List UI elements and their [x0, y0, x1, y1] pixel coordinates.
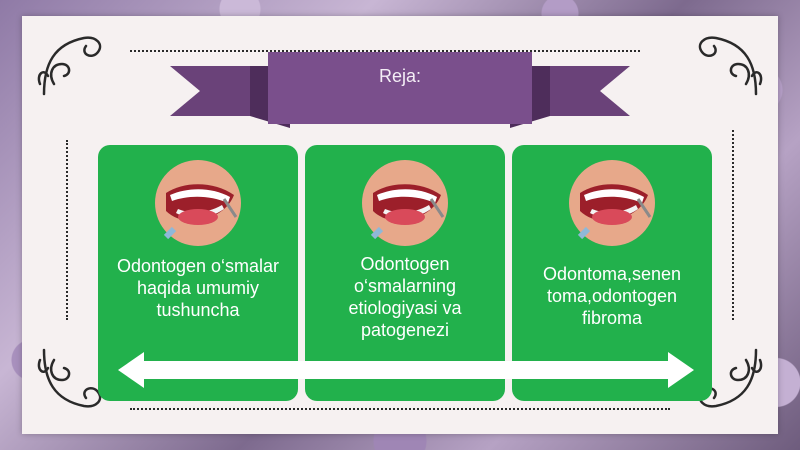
dental-mouth-image	[569, 160, 655, 246]
top-dotted-line	[130, 50, 640, 52]
card-label: Odontogen o‘smalar haqida umumiy tushunc…	[116, 256, 280, 320]
right-dotted-line	[732, 130, 734, 320]
dental-mouth-image	[155, 160, 241, 246]
card-label: Odontogen o‘smalarning etiologiyasi va p…	[348, 254, 462, 340]
swirl-ornament-top-left	[37, 36, 102, 96]
double-arrow	[118, 352, 694, 388]
slide-title: Reja:	[378, 66, 422, 86]
left-dotted-line	[66, 140, 68, 320]
swirl-ornament-top-right	[698, 36, 763, 96]
topic-card-2[interactable]: Odontogen o‘smalarning etiologiyasi va p…	[305, 145, 505, 401]
title-ribbon	[170, 52, 630, 128]
topic-card-3[interactable]: Odontoma,senen toma,odontogen fibroma	[512, 145, 712, 401]
card-label: Odontoma,senen toma,odontogen fibroma	[542, 264, 682, 328]
topic-card-1[interactable]: Odontogen o‘smalar haqida umumiy tushunc…	[98, 145, 298, 401]
swirl-ornament-bottom-left	[37, 348, 102, 408]
dental-mouth-image	[362, 160, 448, 246]
bottom-dotted-line	[130, 408, 670, 410]
